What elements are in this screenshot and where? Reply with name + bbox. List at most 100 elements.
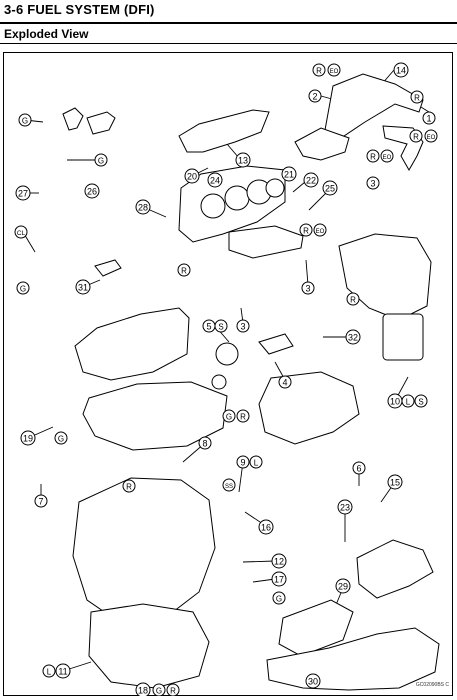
svg-text:13: 13	[238, 156, 248, 166]
callout-22: 22	[303, 172, 319, 188]
diagram-frame	[3, 52, 453, 696]
svg-text:27: 27	[18, 189, 28, 199]
callout-6: 6	[352, 461, 366, 475]
svg-text:11: 11	[58, 667, 67, 677]
svg-text:G: G	[226, 413, 232, 422]
symbol-G: G	[18, 113, 32, 127]
callout-10: 10	[387, 393, 403, 409]
callout-29: 29	[335, 578, 351, 594]
svg-text:14: 14	[396, 66, 406, 76]
callout-9: 9	[236, 455, 250, 469]
symbol-SS: SS	[222, 478, 236, 492]
svg-text:29: 29	[338, 582, 348, 592]
symbol-R: R	[299, 223, 313, 237]
svg-text:R: R	[126, 483, 132, 492]
symbol-EO: EO	[424, 129, 438, 143]
svg-text:25: 25	[325, 184, 335, 194]
callout-26: 26	[84, 183, 100, 199]
svg-text:21: 21	[284, 170, 294, 180]
symbol-R: R	[366, 149, 380, 163]
callout-28: 28	[135, 199, 151, 215]
symbol-S: S	[414, 394, 428, 408]
symbol-R: R	[312, 63, 326, 77]
callout-13: 13	[235, 152, 251, 168]
svg-text:2: 2	[312, 92, 317, 102]
subtitle-rule	[0, 43, 457, 44]
symbol-CL: CL	[14, 225, 28, 239]
callout-2: 2	[308, 89, 322, 103]
svg-text:SS: SS	[225, 484, 233, 490]
svg-text:10: 10	[390, 397, 400, 407]
symbol-R: R	[410, 90, 424, 104]
page-header: 3-6 FUEL SYSTEM (DFI) Exploded View	[0, 0, 457, 44]
symbol-L: L	[401, 394, 415, 408]
svg-text:R: R	[414, 94, 420, 103]
svg-text:R: R	[240, 413, 246, 422]
symbol-EO: EO	[313, 223, 327, 237]
svg-text:4: 4	[282, 378, 287, 388]
svg-text:20: 20	[187, 172, 197, 182]
svg-text:EO: EO	[383, 155, 392, 161]
symbol-L: L	[249, 455, 263, 469]
svg-text:23: 23	[340, 503, 350, 513]
callout-18: 18	[135, 682, 151, 696]
symbol-S: S	[214, 319, 228, 333]
title-rule	[0, 22, 457, 24]
symbol-R: R	[122, 479, 136, 493]
svg-text:G: G	[58, 435, 64, 444]
symbol-G: G	[272, 591, 286, 605]
symbol-R: R	[409, 129, 423, 143]
svg-text:G: G	[276, 595, 282, 604]
symbol-R: R	[236, 409, 250, 423]
callout-27: 27	[15, 185, 31, 201]
symbol-G: G	[152, 683, 166, 696]
svg-text:EO: EO	[316, 229, 325, 235]
symbol-EO: EO	[380, 149, 394, 163]
figure-code: GC02090BS C	[415, 682, 449, 688]
callout-20: 20	[184, 168, 200, 184]
svg-text:R: R	[413, 133, 419, 142]
symbol-G: G	[222, 409, 236, 423]
callout-30: 30	[305, 673, 321, 689]
svg-text:R: R	[316, 67, 322, 76]
callout-3-c: 3	[236, 319, 250, 333]
svg-text:17: 17	[274, 575, 284, 585]
callout-labels: 14 1 2 13 20 24 21 22 25 28 3 3 3 26 27 …	[15, 62, 436, 696]
svg-text:16: 16	[261, 523, 271, 533]
symbol-G: G	[94, 153, 108, 167]
callout-21: 21	[281, 166, 297, 182]
svg-text:12: 12	[274, 557, 284, 567]
svg-text:1: 1	[426, 114, 431, 124]
svg-text:L: L	[406, 398, 411, 407]
svg-text:15: 15	[390, 478, 400, 488]
callout-7: 7	[34, 494, 48, 508]
svg-text:G: G	[98, 157, 104, 166]
svg-text:G: G	[20, 285, 26, 294]
callout-5: 5	[202, 319, 216, 333]
exploded-view-diagram: 14 1 2 13 20 24 21 22 25 28 3 3 3 26 27 …	[3, 52, 453, 696]
callout-15: 15	[387, 474, 403, 490]
symbol-R: R	[346, 292, 360, 306]
component-outlines	[62, 73, 440, 691]
svg-text:R: R	[170, 687, 176, 696]
svg-text:EO: EO	[330, 69, 339, 75]
svg-text:18: 18	[138, 686, 148, 696]
svg-text:7: 7	[38, 497, 43, 507]
callout-16: 16	[258, 519, 274, 535]
symbol-labels: R EO R EO R EO R G G EO R R CL G S R L S…	[14, 63, 438, 696]
callout-3-a: 3	[366, 176, 380, 190]
callout-12: 12	[271, 553, 287, 569]
svg-text:L: L	[47, 668, 52, 677]
svg-text:32: 32	[348, 333, 358, 343]
symbol-G: G	[54, 431, 68, 445]
callout-8: 8	[198, 436, 212, 450]
callout-19: 19	[20, 430, 36, 446]
callout-11: 11	[55, 663, 71, 679]
svg-text:S: S	[218, 323, 223, 332]
svg-text:30: 30	[308, 677, 318, 687]
callout-32: 32	[345, 329, 361, 345]
svg-text:3: 3	[240, 322, 245, 332]
symbol-G: G	[16, 281, 30, 295]
svg-text:R: R	[350, 296, 356, 305]
svg-text:3: 3	[305, 284, 310, 294]
